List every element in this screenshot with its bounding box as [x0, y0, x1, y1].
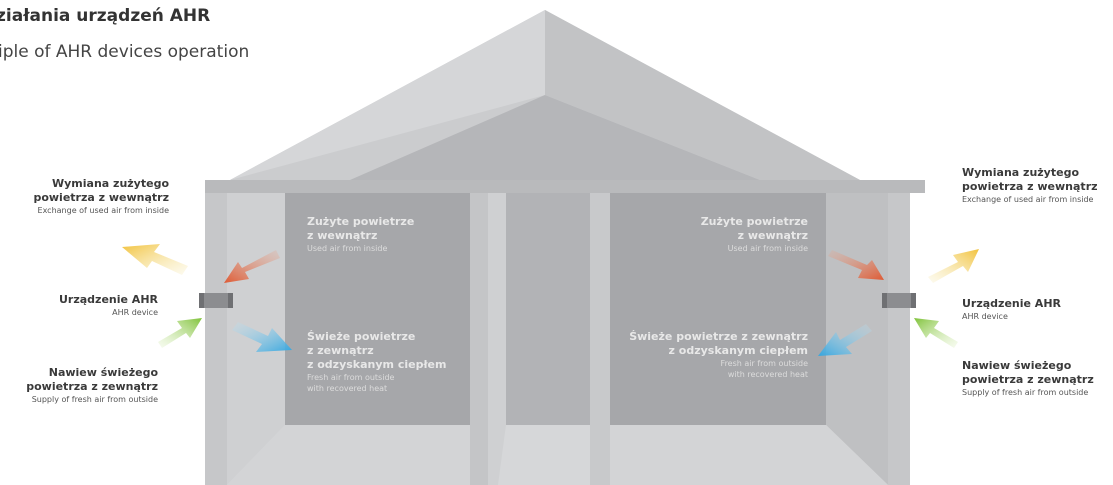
right-fresh-air-en-2: with recovered heat [727, 370, 808, 379]
right-fresh-air-arrow [818, 324, 872, 356]
right-used-air-label: Zużyte powietrze z wewnątrz Used air fro… [701, 215, 808, 254]
left-exhaust-arrow [122, 244, 188, 275]
left-fresh-air-pl-3: z odzyskanym ciepłem [307, 358, 447, 371]
left-supply-label: Nawiew świeżego powietrza z zewnątrz Sup… [26, 366, 158, 405]
right-fresh-air-pl-1: Świeże powietrze z zewnątrz [629, 330, 808, 343]
left-supply-en: Supply of fresh air from outside [31, 395, 158, 404]
right-used-air-en: Used air from inside [727, 244, 808, 253]
left-fresh-air-label: Świeże powietrze z zewnątrz z odzyskanym… [307, 330, 446, 394]
right-supply-label: Nawiew świeżego powietrza z zewnątrz Sup… [962, 359, 1094, 398]
left-supply-arrow [158, 318, 202, 348]
right-used-air-arrow [828, 250, 884, 280]
left-fresh-air-en-1: Fresh air from outside [307, 373, 395, 382]
title-english: iple of AHR devices operation [0, 42, 250, 62]
left-supply-pl-1: Nawiew świeżego [48, 366, 158, 379]
right-supply-arrow [914, 318, 958, 348]
left-used-air-pl-1: Zużyte powietrze [307, 215, 415, 228]
left-used-air-arrow [224, 250, 280, 283]
right-exchange-pl-1: Wymiana zużytego [962, 166, 1079, 179]
left-room-floor [227, 425, 488, 485]
right-used-air-pl-2: z wewnątrz [737, 229, 808, 242]
left-fresh-air-en-2: with recovered heat [307, 384, 388, 393]
partition-left [470, 193, 488, 485]
right-room-floor [610, 425, 888, 485]
left-device-label: Urządzenie AHR AHR device [59, 293, 158, 318]
right-exchange-pl-2: powietrza z wewnątrz [962, 180, 1098, 193]
right-supply-en: Supply of fresh air from outside [962, 388, 1089, 397]
left-exchange-pl-1: Wymiana zużytego [52, 177, 169, 190]
right-room-back-wall [610, 193, 826, 425]
left-exchange-pl-2: powietrza z wewnątrz [33, 191, 169, 204]
left-outer-wall [205, 193, 227, 485]
right-used-air-pl-1: Zużyte powietrze [700, 215, 808, 228]
left-device-en: AHR device [112, 308, 158, 317]
roof-inner [350, 95, 760, 180]
right-exchange-en: Exchange of used air from inside [962, 195, 1094, 204]
left-exchange-en: Exchange of used air from inside [37, 206, 169, 215]
right-fresh-air-en-1: Fresh air from outside [720, 359, 808, 368]
right-device-pl: Urządzenie AHR [962, 297, 1061, 310]
right-fresh-air-pl-2: z odzyskanym ciepłem [668, 344, 808, 357]
left-fresh-air-pl-1: Świeże powietrze [307, 330, 416, 343]
left-ahr-device [199, 293, 233, 308]
left-fresh-air-pl-2: z zewnątrz [307, 344, 374, 357]
left-used-air-label: Zużyte powietrze z wewnątrz Used air fro… [307, 215, 414, 254]
right-supply-pl-1: Nawiew świeżego [962, 359, 1072, 372]
right-device-en: AHR device [962, 312, 1008, 321]
partition-right [590, 193, 610, 485]
right-supply-pl-2: powietrza z zewnątrz [962, 373, 1094, 386]
eaves [205, 180, 925, 193]
left-room-back-wall [285, 193, 470, 425]
left-supply-pl-2: powietrza z zewnątrz [26, 380, 158, 393]
left-exchange-label: Wymiana zużytego powietrza z wewnątrz Ex… [33, 177, 169, 216]
right-ahr-device [882, 293, 916, 308]
left-fresh-air-arrow [232, 322, 292, 352]
right-device-label: Urządzenie AHR AHR device [962, 297, 1061, 322]
left-used-air-pl-2: z wewnątrz [307, 229, 378, 242]
central-room [506, 193, 590, 425]
title-polish: ziałania urządzeń AHR [0, 6, 211, 26]
right-exhaust-arrow [928, 249, 979, 283]
right-fresh-air-label: Świeże powietrze z zewnątrz z odzyskanym… [629, 330, 808, 380]
left-used-air-en: Used air from inside [307, 244, 388, 253]
right-outer-wall [888, 193, 910, 485]
right-exchange-label: Wymiana zużytego powietrza z wewnątrz Ex… [962, 166, 1098, 205]
left-device-pl: Urządzenie AHR [59, 293, 158, 306]
